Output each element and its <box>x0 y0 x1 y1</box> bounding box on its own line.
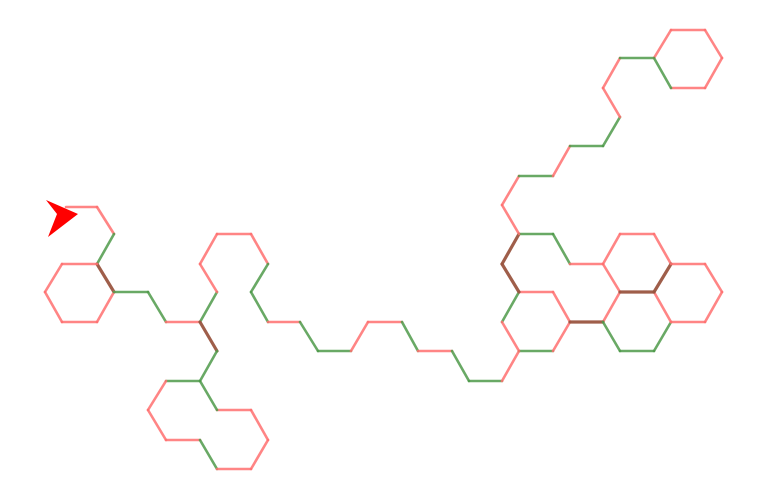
path-segment-green <box>249 262 270 294</box>
path-segment-red <box>249 232 270 266</box>
path-segment-red <box>43 290 64 324</box>
path-segment-overlap <box>198 320 219 353</box>
path-segment-green <box>652 56 673 90</box>
path-segment-red <box>703 28 724 60</box>
path-edges <box>43 28 724 471</box>
path-segment-red <box>349 320 370 353</box>
path-segment-green <box>198 349 219 383</box>
path-segment-green <box>652 320 673 353</box>
path-segment-red <box>500 320 521 353</box>
path-segment-green <box>450 349 471 383</box>
path-segment-red <box>500 349 521 383</box>
path-segment-red <box>652 28 673 60</box>
path-segment-red <box>703 262 724 294</box>
path-segment-red <box>652 290 673 324</box>
path-segment-green <box>298 320 320 353</box>
path-segment-green <box>500 290 521 324</box>
path-segment-red <box>551 320 572 353</box>
turtle-arrow-icon <box>46 200 78 237</box>
path-segment-red <box>249 408 270 442</box>
path-segment-red <box>43 262 64 294</box>
path-segment-red <box>703 56 724 90</box>
path-segment-red <box>95 205 116 236</box>
path-segment-green <box>95 232 116 266</box>
path-segment-green <box>400 320 420 353</box>
path-segment-red <box>601 232 622 266</box>
path-segment-red <box>601 290 622 324</box>
path-segment-green <box>198 379 219 412</box>
path-segment-red <box>500 203 521 236</box>
path-segment-red <box>198 262 219 294</box>
path-segment-green <box>198 290 219 324</box>
path-segment-green <box>198 438 219 471</box>
path-segment-red <box>703 290 724 324</box>
path-segment-red <box>249 438 270 471</box>
path-segment-red <box>146 379 168 412</box>
path-segment-green <box>601 320 622 353</box>
path-segment-green <box>249 290 270 324</box>
path-segment-red <box>652 232 673 266</box>
path-segment-green <box>601 115 622 148</box>
path-segment-green <box>551 232 572 266</box>
path-segment-overlap <box>652 262 673 294</box>
path-segment-overlap <box>500 232 521 266</box>
path-segment-red <box>551 144 572 178</box>
path-segment-red <box>95 290 116 324</box>
path-segment-overlap <box>500 262 521 294</box>
path-segment-red <box>198 232 219 266</box>
path-segment-overlap <box>95 262 116 294</box>
path-segment-red <box>601 56 622 90</box>
path-segment-red <box>601 86 622 119</box>
path-segment-red <box>146 408 168 442</box>
path-segment-red <box>551 290 572 324</box>
path-segment-green <box>146 290 168 324</box>
path-segment-red <box>500 174 521 207</box>
path-segment-red <box>601 262 622 294</box>
